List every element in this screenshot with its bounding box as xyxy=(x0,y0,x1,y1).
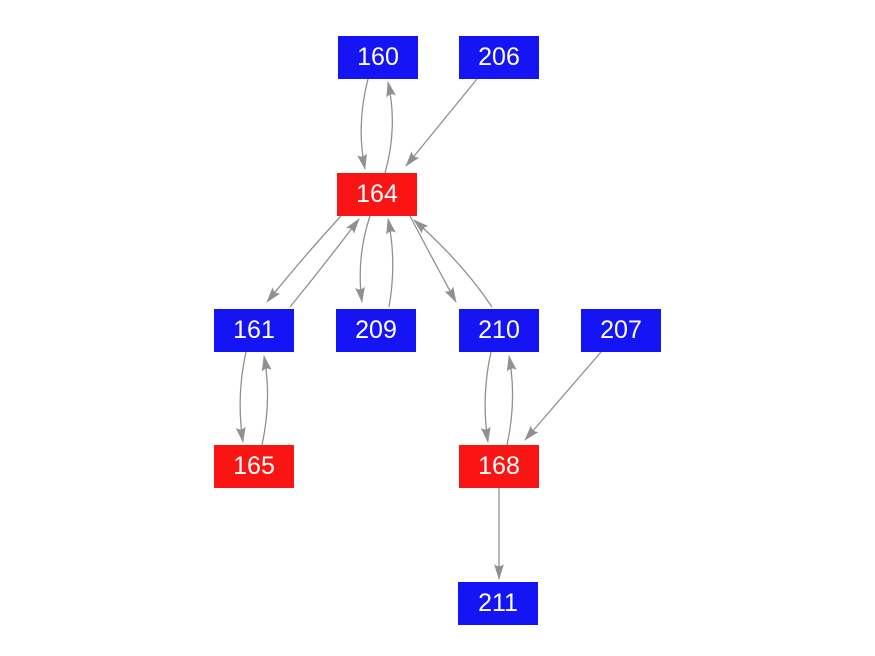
node-161[interactable]: 161 xyxy=(214,309,294,352)
edge-164-160 xyxy=(384,81,397,174)
edge-164-209 xyxy=(355,215,371,303)
edge-209-164 xyxy=(386,218,396,308)
edge-207-168 xyxy=(524,351,602,441)
edge-206-164 xyxy=(405,78,478,167)
edge-210-164 xyxy=(413,219,493,308)
node-164[interactable]: 164 xyxy=(337,173,417,216)
node-165[interactable]: 165 xyxy=(214,445,294,488)
edge-161-164 xyxy=(289,218,360,308)
node-label: 210 xyxy=(478,316,520,344)
node-210[interactable]: 210 xyxy=(459,309,539,352)
edge-164-161 xyxy=(266,215,342,303)
node-label: 207 xyxy=(600,316,642,344)
node-label: 161 xyxy=(233,316,275,344)
edge-210-168 xyxy=(480,351,492,443)
node-label: 160 xyxy=(357,43,399,71)
edge-164-210 xyxy=(409,215,457,303)
node-label: 168 xyxy=(478,452,520,480)
edge-168-210 xyxy=(506,355,517,446)
node-168[interactable]: 168 xyxy=(459,445,539,488)
node-206[interactable]: 206 xyxy=(459,36,539,79)
edge-160-164 xyxy=(357,78,369,170)
node-label: 165 xyxy=(233,452,275,480)
node-label: 209 xyxy=(355,316,397,344)
edge-161-165 xyxy=(235,351,247,443)
node-207[interactable]: 207 xyxy=(581,309,661,352)
node-label: 164 xyxy=(356,180,398,208)
edge-165-161 xyxy=(261,355,272,446)
node-209[interactable]: 209 xyxy=(336,309,416,352)
node-label: 206 xyxy=(478,43,520,71)
node-label: 211 xyxy=(478,589,518,617)
node-211[interactable]: 211 xyxy=(458,582,538,625)
node-160[interactable]: 160 xyxy=(338,36,418,79)
